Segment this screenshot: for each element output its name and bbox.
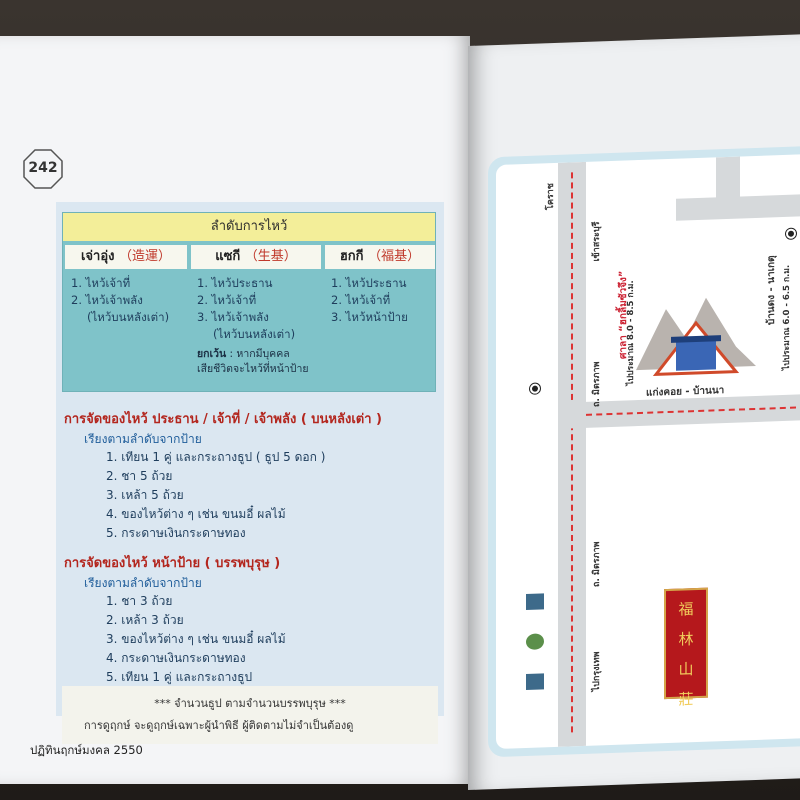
page-footer: ปฏิทินฤกษ์มงคล 2550 [30,743,143,757]
section2-list: 1. ชา 3 ถ้วย 2. เหล้า 3 ถ้วย 3. ของไหว้ต… [106,592,286,687]
list-item: 2. ไหว้เจ้าที่ [331,293,391,307]
list-item: 2. เหล้า 3 ถ้วย [106,613,184,627]
direction-bangkok: ไปกรุงเทพ [592,651,602,692]
page-number: 242 [28,160,58,176]
column-body: 1. ไหว้ประธาน 2. ไหว้เจ้าที่ 3. ไหว้เจ้า… [191,269,321,377]
road-label-mittraphap-2: ถ. มิตรภาพ [592,541,602,588]
factory-icon [526,673,544,690]
list-item-note: (ไหว้บนหลังเต่า) [87,310,170,324]
column-body: 1. ไหว้ประธาน 2. ไหว้เจ้าที่ 3. ไหว้หน้า… [325,269,435,326]
list-item: 4. กระดาษเงินกระดาษทอง [106,651,246,665]
location-marker-icon [786,228,796,239]
location-marker-icon [530,383,540,394]
factory-icon [526,593,544,610]
list-item-note: (ไหว้บนหลังเต่า) [213,327,296,341]
section1-list: 1. เทียน 1 คู่ และกระถางธูป ( ธูป 5 ดอก … [106,448,325,543]
section2-subtitle: เรียงตามลำดับจากป้าย [84,576,202,590]
exception-note: ยกเว้น : หากมีบุคคล เสียชีวิตจะไหว้ที่หน… [197,348,309,375]
list-item: 1. เทียน 1 คู่ และกระถางธูป ( ธูป 5 ดอก … [106,450,326,464]
road-centerline [571,172,573,733]
list-item: 3. ไหว้เจ้าพลัง [197,310,269,324]
list-item: 1. ไหว้ประธาน [331,276,407,290]
column-body: 1. ไหว้เจ้าที่ 2. ไหว้เจ้าพลัง (ไหว้บนหล… [65,269,187,326]
page-number-badge: 242 [22,148,64,190]
list-item: 1. ไหว้เจ้าที่ [71,276,131,290]
section2-title: การจัดของไหว้ หน้าป้าย ( บรรพบุรุษ ) [64,556,281,571]
shrine-label: ศาลา “ฮกลิ้มซัวจึง” [618,270,629,360]
list-item: 3. ของไหว้ต่าง ๆ เช่น ขนมอี๋ ผลไม้ [106,632,286,646]
list-item: 4. ของไหว้ต่าง ๆ เช่น ขนมอี๋ ผลไม้ [106,507,286,521]
section1-subtitle: เรียงตามลำดับจากป้าย [84,432,202,446]
list-item: 2. ชา 5 ถ้วย [106,469,173,483]
octagon-icon [23,149,63,189]
list-item: 2. ไหว้เจ้าที่ [197,293,257,307]
list-item: 3. เหล้า 5 ถ้วย [106,488,184,502]
map-frame: แก่งคอย - บ้านนา ถ. มิตรภาพ ถ. มิตรภาพ เ… [488,146,800,758]
order-column-chaoung: เจ่าอุ่ง （造運） 1. ไหว้เจ้าที่ 2. ไหว้เจ้า… [65,245,187,393]
section1-title: การจัดของไหว้ ประธาน / เจ้าที่ / เจ้าพลั… [64,412,382,427]
list-item: 5. เทียน 1 คู่ และกระถางธูป [106,670,253,684]
note-box: *** จำนวนธูป ตามจำนวนบรรพบุรุษ *** การดู… [62,686,438,744]
direction-saraburi: เข้าสระบุรี [592,221,602,262]
road-upper-h [676,194,800,221]
auspicious-note: การดูฤกษ์ จะดูฤกษ์เฉพาะผู้นำพิธี ผู้ติดต… [84,719,354,732]
list-item: 1. ชา 3 ถ้วย [106,594,173,608]
worship-order-box: ลำดับการไหว้ เจ่าอุ่ง （造運） 1. ไหว้เจ้าที… [62,212,436,392]
left-page: 242 ลำดับการไหว้ เจ่าอุ่ง （造運） 1. ไหว้เจ… [0,36,470,784]
worship-order-title: ลำดับการไหว้ [63,213,435,241]
chinese-sign: 福 林 山 莊 [664,587,708,709]
route-map: แก่งคอย - บ้านนา ถ. มิตรภาพ ถ. มิตรภาพ เ… [496,154,800,750]
list-item: 3. ไหว้หน้าป้าย [331,310,408,324]
column-header: แซกี （生基） [191,245,321,269]
shrine-illustration [636,276,756,390]
order-column-hokki: ฮกกี （福基） 1. ไหว้ประธาน 2. ไหว้เจ้าที่ 3… [325,245,435,393]
shrine-icon [636,297,756,377]
direction-korat: โคราช [546,182,556,211]
list-item: 1. ไหว้ประธาน [197,276,273,290]
list-item: 5. กระดาษเงินกระดาษทอง [106,526,246,540]
order-column-saeki: แซกี （生基） 1. ไหว้ประธาน 2. ไหว้เจ้าที่ 3… [191,245,321,393]
road-label-mittraphap: ถ. มิตรภาพ [592,361,602,408]
content-panel: ลำดับการไหว้ เจ่าอุ่ง （造運） 1. ไหว้เจ้าที… [56,202,444,716]
list-item: 2. ไหว้เจ้าพลัง [71,293,143,307]
right-page: แก่งคอย - บ้านนา ถ. มิตรภาพ ถ. มิตรภาพ เ… [468,34,800,790]
incense-note: *** จำนวนธูป ตามจำนวนบรรพบุรุษ *** [154,697,346,710]
column-header: ฮกกี （福基） [325,245,435,269]
column-header: เจ่าอุ่ง （造運） [65,245,187,269]
village-label: บ้านดง - นาเกตุ [766,255,777,326]
globe-icon [526,633,544,650]
distance-note-2: ไปประมาณ 6.0 - 6.5 ก.ม. [782,264,792,371]
